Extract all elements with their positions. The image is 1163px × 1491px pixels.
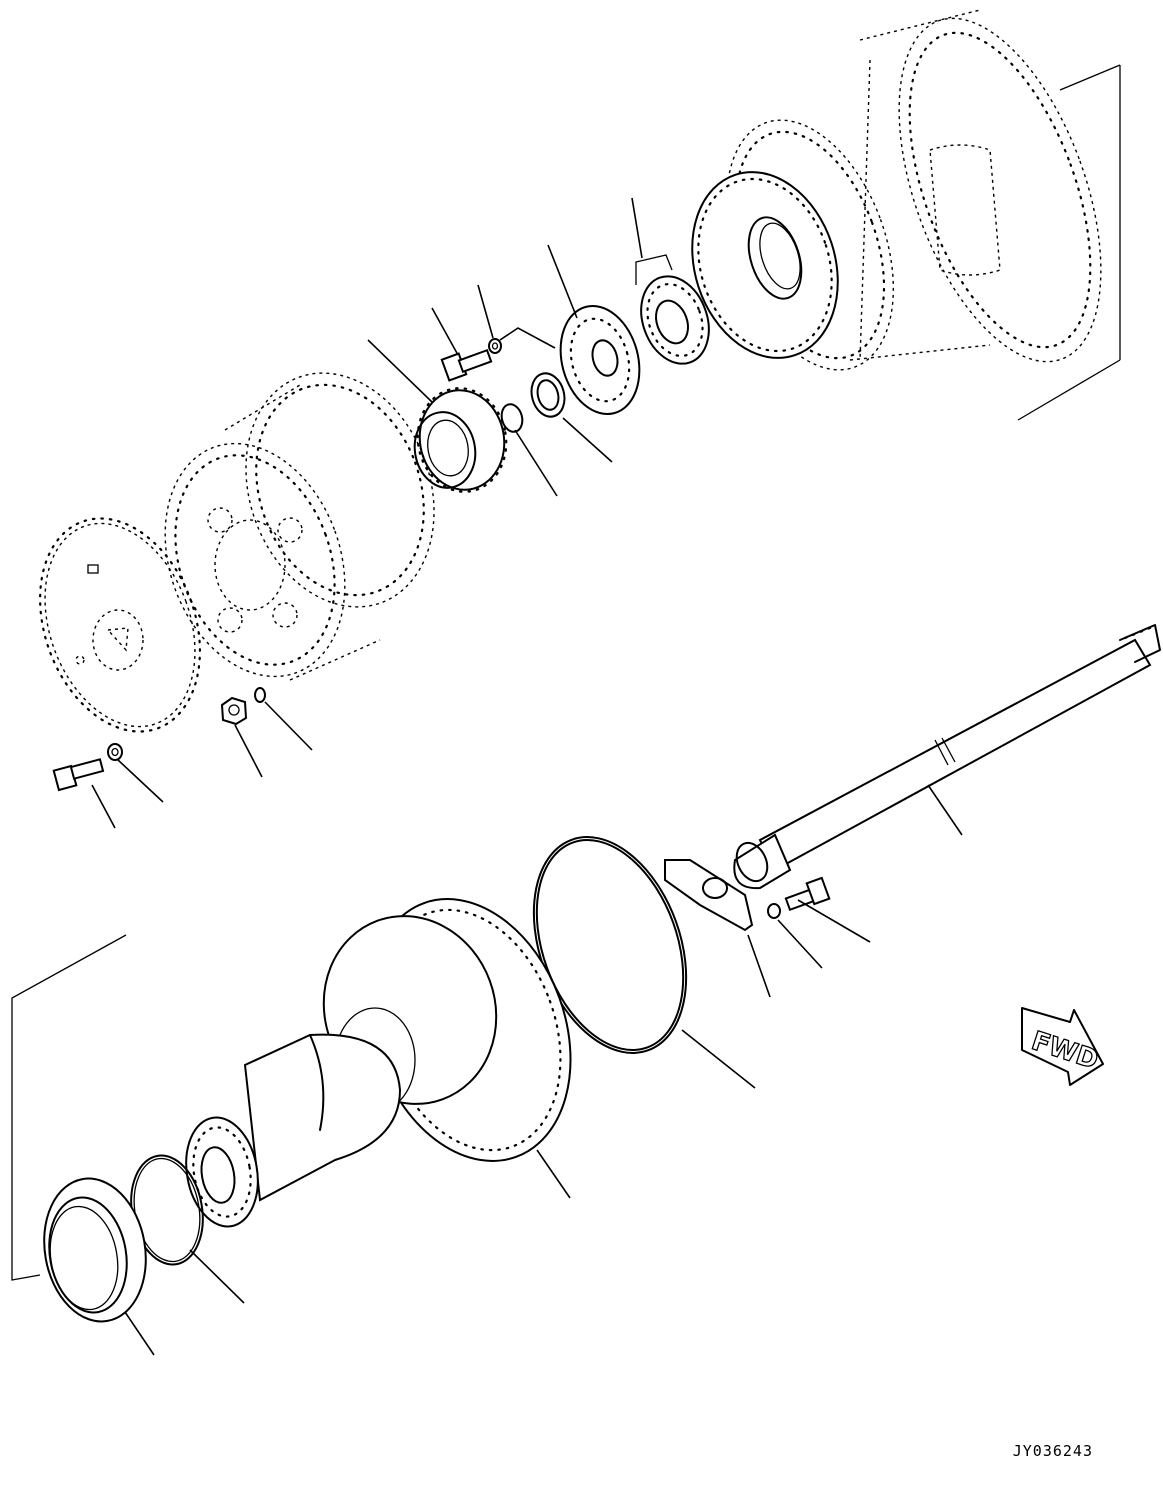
leader-lines <box>91 197 963 1356</box>
lock-plate <box>664 859 754 932</box>
thrust-plate <box>559 304 641 416</box>
washer-lower-left <box>107 743 123 761</box>
bolt-lower-left <box>52 758 105 792</box>
leader-bolt-upper <box>499 327 556 349</box>
planetary-carrier <box>164 372 435 681</box>
collar <box>530 372 566 418</box>
seal <box>43 1177 147 1323</box>
washer-right <box>767 903 781 919</box>
bolt-upper <box>440 348 493 382</box>
assembly-bracket-left <box>11 934 127 1281</box>
bearing <box>635 254 710 365</box>
cover-plate <box>39 517 201 733</box>
wheel-hub <box>725 9 1121 421</box>
o-ring-small <box>254 687 266 703</box>
washer-upper <box>488 338 502 354</box>
fwd-label: FWD <box>1028 1026 1102 1076</box>
plug <box>220 696 248 726</box>
spindle <box>185 898 572 1228</box>
ring-gear <box>691 171 839 359</box>
fwd-arrow-icon: FWD <box>1021 1007 1104 1086</box>
bolt-right <box>784 876 831 912</box>
sun-gear <box>413 387 508 493</box>
drawing-code: JY036243 <box>1012 1442 1093 1460</box>
axle-shaft <box>733 624 1161 890</box>
